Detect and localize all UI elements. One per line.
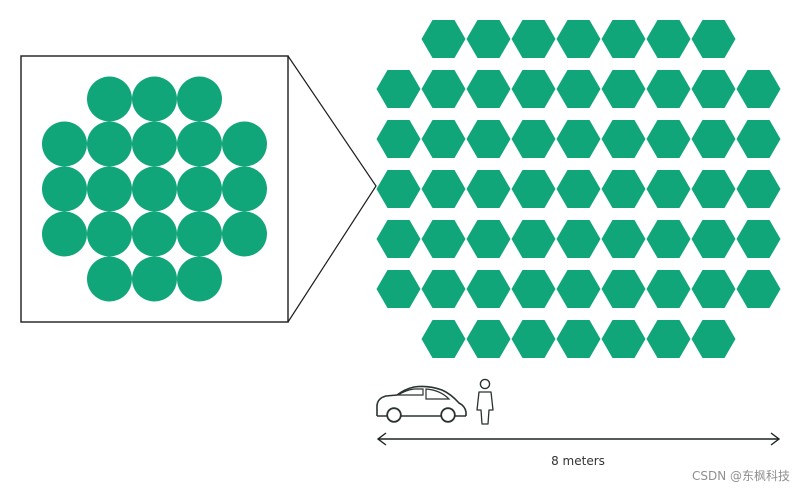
hexagon-segment (601, 220, 646, 258)
hexagon-segment (421, 70, 466, 108)
hexagon-segment (466, 120, 511, 158)
hexagon-segment (466, 70, 511, 108)
hexagon-segment (736, 120, 781, 158)
hexagon-segment (421, 120, 466, 158)
hexagon-segment (601, 20, 646, 58)
inset-circle-segment (177, 166, 222, 212)
hexagon-segment (736, 170, 781, 208)
hexagon-segment (376, 120, 421, 158)
inset-circle-segment (132, 256, 177, 302)
hexagon-segment (736, 270, 781, 308)
hexagon-segment (421, 220, 466, 258)
hexagon-segment (421, 170, 466, 208)
inset-circle-segment (42, 166, 87, 212)
hexagon-segment (511, 270, 556, 308)
hexagon-segment (421, 320, 466, 358)
hexagon-segment (466, 170, 511, 208)
hexagon-segment (646, 120, 691, 158)
inset-circle-segment (222, 166, 267, 212)
hexagon-segment (691, 20, 736, 58)
hexagon-segment (646, 70, 691, 108)
hexagon-segment (376, 70, 421, 108)
hexagon-segment (601, 170, 646, 208)
hexagon-segment (691, 70, 736, 108)
hexagon-segment (646, 220, 691, 258)
inset-circle-array (20, 55, 289, 323)
hexagon-segment (691, 170, 736, 208)
inset-circle-segment (177, 256, 222, 302)
inset-circle-segment (132, 121, 177, 167)
inset-circle-segment (132, 76, 177, 122)
hexagon-segment (646, 320, 691, 358)
hexagon-segment (601, 270, 646, 308)
hexagon-segment (466, 20, 511, 58)
hexagon-segment (511, 70, 556, 108)
hexagon-segment (736, 220, 781, 258)
scale-label: 8 meters (551, 454, 605, 468)
watermark: CSDN @东枫科技 (691, 469, 790, 483)
hexagon-segment (466, 270, 511, 308)
hexagon-segment-array (376, 20, 781, 358)
hexagon-segment (556, 70, 601, 108)
hexagon-segment (556, 320, 601, 358)
inset-circle-segment (87, 166, 132, 212)
inset-circle-segment (177, 211, 222, 257)
hexagon-segment (556, 220, 601, 258)
hexagon-segment (646, 270, 691, 308)
hexagon-segment (511, 170, 556, 208)
inset-circle-segment (177, 121, 222, 167)
hexagon-segment (691, 270, 736, 308)
hexagon-segment (691, 220, 736, 258)
scale-arrow (376, 432, 781, 446)
hexagon-segment (601, 70, 646, 108)
inset-circle-segment (87, 76, 132, 122)
inset-circle-segment (42, 121, 87, 167)
inset-circle-segment (87, 211, 132, 257)
hexagon-segment (376, 170, 421, 208)
inset-circle-segment (132, 211, 177, 257)
hexagon-segment (556, 20, 601, 58)
hexagon-segment (511, 320, 556, 358)
hexagon-segment (691, 120, 736, 158)
inset-circle-segment (42, 211, 87, 257)
hexagon-segment (511, 120, 556, 158)
hexagon-segment (421, 20, 466, 58)
hexagon-segment (691, 320, 736, 358)
zoom-connector (287, 55, 377, 323)
inset-circle-segment (222, 211, 267, 257)
inset-circle-segment (222, 121, 267, 167)
hexagon-segment (601, 120, 646, 158)
hexagon-segment (466, 320, 511, 358)
car-icon (376, 385, 467, 423)
person-icon (476, 378, 494, 425)
inset-circle-segment (132, 166, 177, 212)
hexagon-segment (601, 320, 646, 358)
hexagon-segment (646, 20, 691, 58)
hexagon-segment (376, 220, 421, 258)
hexagon-segment (556, 170, 601, 208)
inset-circle-segment (87, 256, 132, 302)
inset-circle-segment (177, 76, 222, 122)
hexagon-segment (376, 270, 421, 308)
hexagon-segment (646, 170, 691, 208)
hexagon-segment (511, 220, 556, 258)
hexagon-segment (466, 220, 511, 258)
inset-circle-segment (87, 121, 132, 167)
hexagon-segment (421, 270, 466, 308)
hexagon-segment (556, 120, 601, 158)
hexagon-segment (511, 20, 556, 58)
hexagon-segment (556, 270, 601, 308)
hexagon-segment (736, 70, 781, 108)
